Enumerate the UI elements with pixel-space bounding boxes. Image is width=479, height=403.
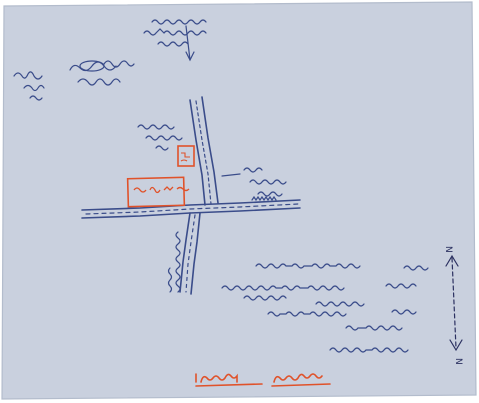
handwritten-notes xyxy=(13,19,463,353)
main-building-box xyxy=(126,176,186,208)
top-landmark-note xyxy=(143,19,207,62)
compass-north-label: N xyxy=(443,246,453,253)
top-left-loop xyxy=(79,60,105,72)
north-road-right-edge xyxy=(201,96,219,204)
north-road-note xyxy=(137,124,183,151)
compass-south-label: N xyxy=(453,358,463,365)
compass-shaft xyxy=(451,257,457,349)
compass-south-head xyxy=(449,339,463,352)
compass-arrow xyxy=(445,254,463,352)
road-network xyxy=(81,96,301,295)
compass-north-head xyxy=(445,254,459,267)
north-road-hatching xyxy=(195,100,212,205)
top-left-note xyxy=(13,60,135,101)
top-note-pointer xyxy=(185,25,195,62)
south-road-right-edge xyxy=(190,212,201,295)
main-road-top-edge xyxy=(81,199,301,211)
east-spur xyxy=(221,173,241,177)
red-landmarks xyxy=(126,145,195,208)
paper-sheet xyxy=(2,2,476,399)
address-block xyxy=(221,263,429,353)
small-building-label-scribble xyxy=(180,152,190,162)
map-caption xyxy=(195,373,331,387)
east-road-note xyxy=(243,167,287,202)
north-road-left-edge xyxy=(189,99,206,206)
south-road-left-edge xyxy=(179,212,191,293)
south-road-note xyxy=(167,231,181,293)
south-road-hatching xyxy=(185,214,196,293)
small-building-box xyxy=(177,145,195,167)
main-building-label-scribble xyxy=(133,186,190,194)
main-road-hatching xyxy=(85,203,299,215)
